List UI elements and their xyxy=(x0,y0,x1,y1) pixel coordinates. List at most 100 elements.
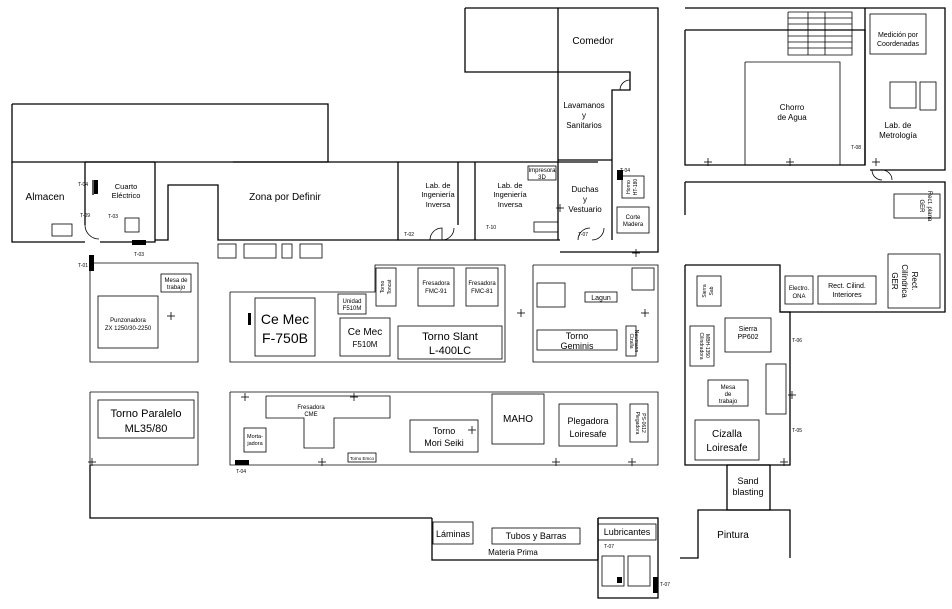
mortajadora-l1: Morta- xyxy=(247,434,263,440)
metro-box-2 xyxy=(919,81,937,111)
impresora-l2: 3D xyxy=(538,175,546,181)
plegadora-v-l1: Plegadora xyxy=(634,412,640,435)
toncat-box xyxy=(375,267,397,307)
room-lab1-1: Lab. de xyxy=(425,181,450,190)
room-lab2-1: Lab. de xyxy=(497,181,522,190)
punzonadora-box xyxy=(97,295,159,349)
tubos-box xyxy=(491,527,581,545)
mesa-trabajo-2-l3: trabajo xyxy=(719,399,738,405)
plegadora-v-l2: PS-0612 xyxy=(640,413,646,433)
small-equip-2 xyxy=(243,243,277,259)
mortajadora-box xyxy=(243,427,267,453)
ce-mec-750-l1: Ce Mec xyxy=(261,311,309,327)
unidad-box xyxy=(337,293,367,315)
room-lab1-3: Inversa xyxy=(426,200,451,209)
ce-mec-750-box xyxy=(254,297,316,357)
tags: T-01 T-02 T-03 T-04 T-05 T-06 T-07 T-08 … xyxy=(78,145,861,588)
cilindradora-l2: MBH-1350 xyxy=(704,334,710,358)
room-cuarto-2: Eléctrico xyxy=(112,191,141,200)
room-chorro-1: Chorro xyxy=(780,103,805,112)
room-lab2-3: Inversa xyxy=(498,200,523,209)
horno-l1: Horno xyxy=(626,180,632,194)
punzonadora-l2: ZX 1250/30-2250 xyxy=(105,326,152,332)
fresadora-cme-l2: CME xyxy=(304,412,317,418)
fmc81-l2: FMC-81 xyxy=(471,289,493,295)
rect-cilindrica-l1: Rect. xyxy=(910,272,919,291)
tag-t08: T-08 xyxy=(851,145,861,151)
tag-t07: T-07 xyxy=(578,232,588,238)
impresora-box xyxy=(527,165,557,181)
tag-t03b: T-03 xyxy=(108,214,118,220)
mesa-trabajo-2-l1: Mesa xyxy=(721,385,736,391)
cilindradora-l1: Cilindradora xyxy=(698,333,704,360)
sierra-sab-box xyxy=(696,275,722,307)
room-lab2-2: Ingeniería xyxy=(493,190,527,199)
corte-madera-box xyxy=(616,206,650,234)
tag-t02: T-02 xyxy=(404,232,414,238)
sierra-sab-l2: Sab xyxy=(709,286,715,295)
small-equip-4 xyxy=(299,243,323,259)
almacen-desk xyxy=(51,223,73,237)
mesa-trabajo-1-box xyxy=(160,273,192,293)
cizalla-loiresafe-l1: Cizalla xyxy=(712,429,742,440)
mori-seiki-l1: Torno xyxy=(433,426,456,436)
walls xyxy=(11,7,946,599)
room-zona: Zona por Definir xyxy=(249,192,321,203)
machines: Mesa de trabajo Punzonadora ZX 1250/30-2… xyxy=(51,13,941,587)
cizalla-loiresafe-l2: Loiresafe xyxy=(706,443,748,454)
tag-t04c: T-04 xyxy=(78,182,88,188)
tag-t10: T-10 xyxy=(486,225,496,231)
geminis-box xyxy=(536,329,618,351)
fmc91-l2: FMC-91 xyxy=(425,289,447,295)
torno-slant-l2: L-400LC xyxy=(429,345,471,357)
room-lab1-2: Ingeniería xyxy=(421,190,455,199)
tag-t03: T-03 xyxy=(134,252,144,258)
room-labels: Comedor Lavamanos y Sanitarios Almacen C… xyxy=(26,32,920,557)
maho-box xyxy=(491,393,545,445)
fmc91-l1: Fresadora xyxy=(422,281,450,287)
cizalla-v-l2: Newmann xyxy=(633,330,639,353)
metro-box-1 xyxy=(889,81,917,109)
tubos-label: Tubos y Barras xyxy=(506,531,567,541)
mesa-trabajo-2-box xyxy=(707,379,749,407)
room-almacen: Almacen xyxy=(26,192,65,203)
tag-t07c: T-07 xyxy=(604,544,614,550)
rect-plana-l2: GER xyxy=(918,199,924,213)
mesa-trabajo-1-l2: trabajo xyxy=(167,285,186,291)
rect-cilindrica-l3: GER xyxy=(890,272,899,290)
mesa-trabajo-2-l2: de xyxy=(725,392,732,398)
tag-t01: T-01 xyxy=(78,263,88,269)
corte-madera-l2: Madera xyxy=(623,222,644,228)
small-equip-3 xyxy=(281,243,293,259)
room-medicion-2: Coordenadas xyxy=(877,41,920,48)
fresadora-cme-shape xyxy=(265,395,391,449)
doors xyxy=(84,79,893,241)
fresadora-cme-l1: Fresadora xyxy=(297,405,325,411)
torno-emco-label: Torno Emco xyxy=(350,456,375,461)
mesa-trabajo-1-l1: Mesa de xyxy=(164,278,188,284)
plegadora-l1: Plegadora xyxy=(567,416,608,426)
tag-t09: T-09 xyxy=(80,213,90,219)
room-pintura: Pintura xyxy=(717,530,749,541)
room-lavamanos-3: Sanitarios xyxy=(566,121,602,130)
electro-ona-l2: ONA xyxy=(792,294,805,300)
sierra-sab-l1: Sierra xyxy=(702,284,708,298)
mortajadora-l2: jadora xyxy=(246,441,263,447)
plegadora-box xyxy=(558,403,618,447)
unidad-l2: F510M xyxy=(343,306,362,312)
room-chorro-2: de Agua xyxy=(777,113,807,122)
room-sand-1: Sand xyxy=(737,476,758,486)
medicion-box xyxy=(869,13,927,55)
room-duchas-3: Vestuario xyxy=(568,205,602,214)
punzonadora-l1: Punzonadora xyxy=(110,318,146,324)
toncat-l1: Torno xyxy=(380,281,386,294)
room-comedor: Comedor xyxy=(572,36,614,47)
tag-t05: T-05 xyxy=(792,428,802,434)
room-lavamanos-1: Lavamanos xyxy=(563,101,604,110)
sierra-pp602-l2: PP602 xyxy=(737,334,758,341)
lagun-box xyxy=(584,291,618,303)
horno-l2: HT-180 xyxy=(633,179,639,196)
torno-geminis-l1: Torno xyxy=(566,331,589,341)
electro-ona-box xyxy=(784,275,814,305)
